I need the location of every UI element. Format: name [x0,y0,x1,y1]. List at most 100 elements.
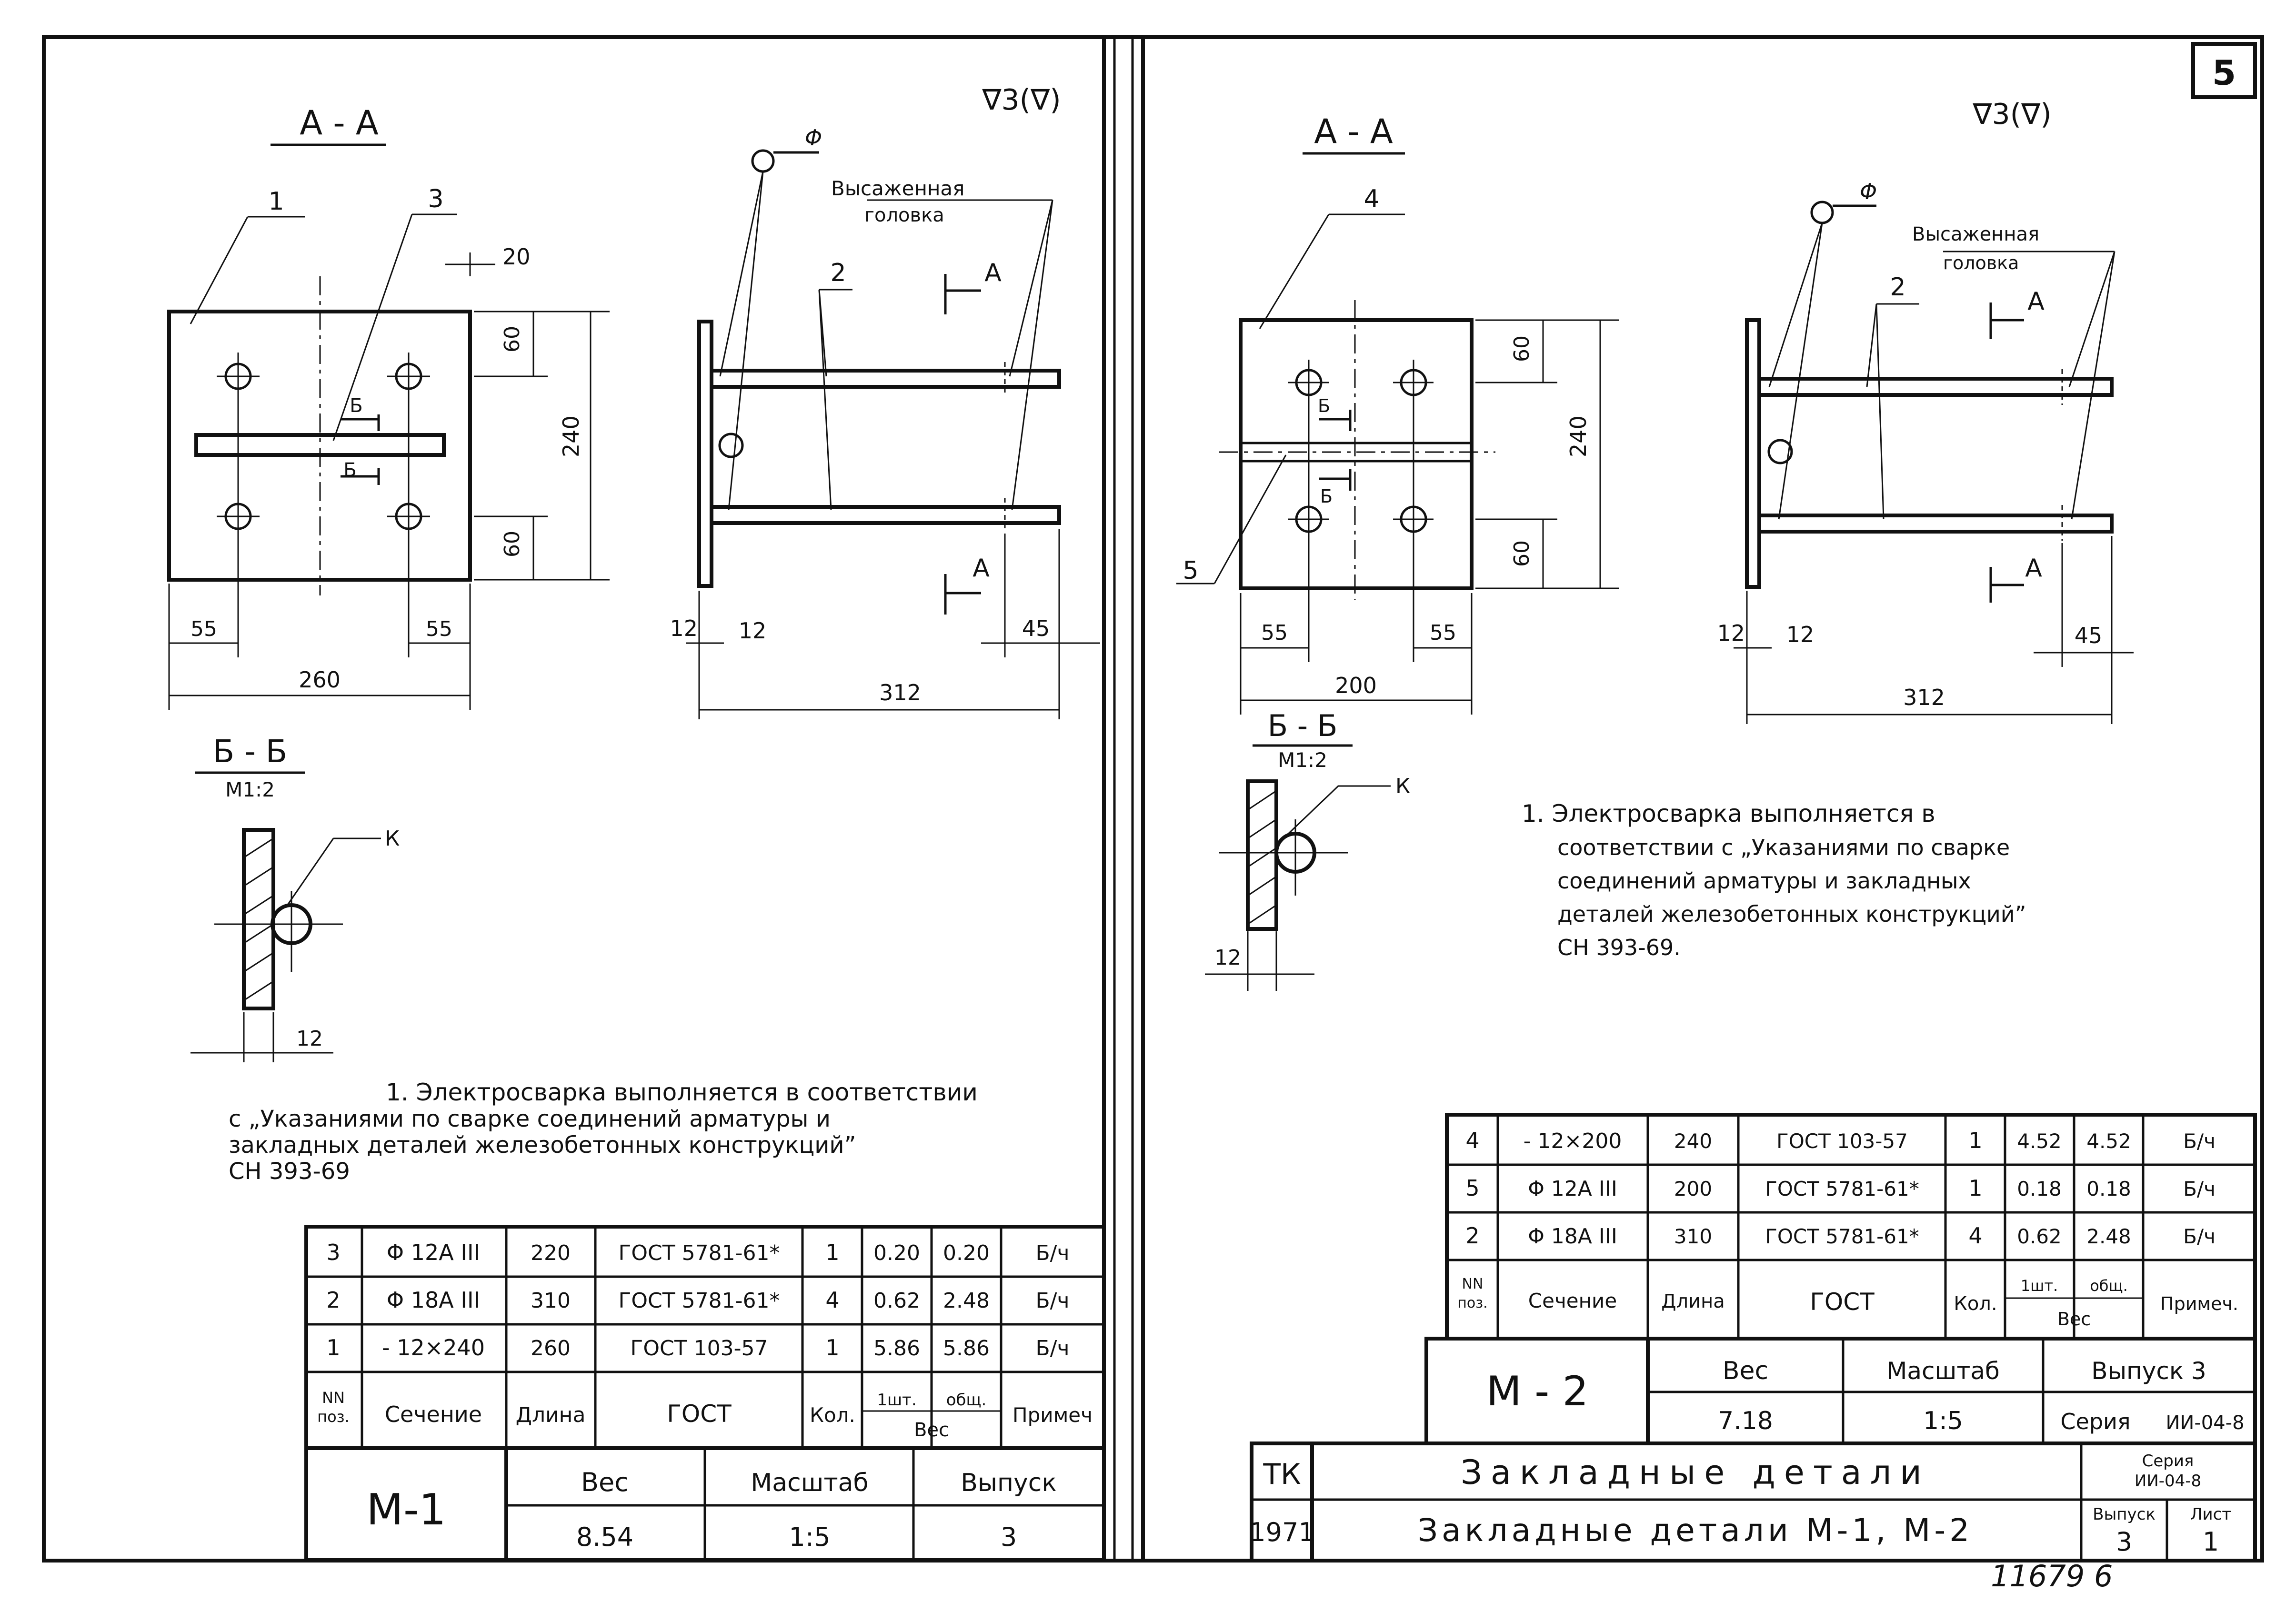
right-row2-pos: 5 [1465,1175,1479,1201]
page-number-box: 5 [2191,42,2257,99]
left-hdr-w1: 1шт. [877,1391,916,1410]
right-plate-dimensions: 60 60 240 55 55 200 [1240,319,1619,715]
left-b-mark-top: Б [350,395,362,417]
right-row3-section: Φ 18А III [1528,1224,1617,1249]
left-row3-pos: 1 [326,1335,340,1361]
left-dim-12-side-2: 12 [739,618,767,644]
stamp-sheet-value: 1 [2203,1527,2219,1557]
left-cut-mark-bottom: А [973,554,990,583]
right-hdr-wall: общ. [2090,1277,2128,1295]
right-section-aa-title: А - А [1314,112,1393,151]
stamp-tk: ТК [1263,1458,1301,1491]
right-hdr-pos-1: NN [1462,1276,1484,1292]
right-row1-w1: 4.52 [2017,1129,2062,1153]
right-row2-gost: ГОСТ 5781-61* [1765,1177,1919,1200]
left-dim-55b: 55 [426,617,452,641]
left-callout-3: 3 [428,185,443,213]
left-row1-qty: 1 [825,1240,839,1265]
left-hdr-gost: ГОСТ [667,1400,732,1428]
left-weld-symbol: ∇3(∇) [982,83,1061,117]
right-section-bb-scale: М1:2 [1278,748,1327,772]
left-hdr-pos-1: NN [322,1389,345,1407]
left-hdr-section: Сечение [385,1401,482,1427]
right-note-line-4: деталей железобетонных конструкций” [1557,901,2026,927]
right-row1-note: Б/ч [2183,1129,2216,1153]
left-hdr-length: Длина [516,1403,586,1427]
stamp-title-1: Закладные детали [1461,1453,1930,1492]
left-hdr-wall: общ. [946,1391,987,1410]
left-dim-312: 312 [879,680,921,706]
left-callout-2: 2 [830,259,846,287]
left-row1-length: 220 [531,1241,571,1265]
right-section-aa: А - А 4 5 Б Б [1176,112,1495,600]
left-row2-qty: 4 [825,1287,839,1313]
right-row1-pos: 4 [1465,1128,1479,1153]
left-note: 1. Электросварка выполняется в соответст… [229,1079,978,1185]
right-row3-length: 310 [1674,1225,1712,1248]
left-issue-value: 3 [1001,1522,1017,1552]
right-b-mark-top: Б [1318,395,1330,416]
left-hdr-note: Примеч [1013,1403,1093,1427]
right-hdr-gost: ГОСТ [1810,1288,1875,1316]
left-section-bb-title: Б - Б [213,733,287,770]
left-row3-qty: 1 [825,1335,839,1361]
right-dim-60a: 60 [1510,335,1534,362]
right-row3-qty: 4 [1968,1223,1982,1249]
right-k-label: К [1395,774,1410,798]
right-weight-value: 7.18 [1718,1407,1773,1435]
right-cut-mark-bottom: А [2025,554,2042,583]
left-row2-section: Φ 18А III [387,1287,480,1313]
right-dim-55a: 55 [1261,621,1288,645]
left-row2-length: 310 [531,1289,571,1313]
right-cut-mark-top: А [2027,287,2045,316]
left-row3-length: 260 [531,1336,571,1361]
left-dim-260: 260 [299,667,341,693]
right-upset-head-2: головка [1943,252,2019,273]
right-dim-200: 200 [1335,673,1377,698]
right-plate-4 [1239,318,1474,590]
left-row2-note: Б/ч [1035,1289,1069,1313]
left-row2-w1: 0.62 [873,1289,920,1313]
right-row2-section: Φ 12А III [1528,1177,1617,1201]
left-row3-wall: 5.86 [943,1336,990,1361]
right-section-bb-title: Б - Б [1268,708,1338,743]
right-mark-m2: М - 2 [1486,1368,1589,1415]
left-upset-head-1: Высаженная [831,177,964,200]
right-row1-wall: 4.52 [2086,1129,2131,1153]
right-hdr-weight: Вес [2057,1309,2091,1330]
right-section-bb: Б - Б М1:2 К 12 [1205,708,1410,991]
right-scale-value: 1:5 [1923,1407,1963,1435]
right-row3-wall: 2.48 [2086,1225,2131,1248]
left-row1-pos: 3 [326,1240,340,1265]
right-dim-12-side-2: 12 [1786,622,1815,647]
right-scale-label: Масштаб [1886,1357,2000,1385]
left-row3-gost: ГОСТ 103-57 [631,1336,768,1361]
left-rod-2-top [710,369,1061,389]
right-note-line-3: соединений арматуры и закладных [1557,868,1971,894]
right-hdr-pos-2: поз. [1457,1295,1487,1311]
left-row1-note: Б/ч [1035,1241,1069,1265]
right-dim-55b: 55 [1430,621,1456,645]
right-row1-gost: ГОСТ 103-57 [1776,1129,1908,1153]
right-bb-dim-12: 12 [1214,946,1241,970]
stamp-year: 1971 [1249,1517,1314,1547]
left-bb-dim-12: 12 [296,1027,323,1051]
left-dim-240: 240 [558,415,584,457]
left-weight-value: 8.54 [576,1522,633,1552]
left-hdr-weight: Вес [914,1419,949,1441]
left-hdr-qty: Кол. [810,1403,855,1427]
stamp-sheet-label: Лист [2190,1505,2231,1524]
left-note-line-3: закладных деталей железобетонных констру… [229,1132,856,1159]
right-upset-head-1: Высаженная [1912,223,2039,245]
right-weld-phi: Φ [1860,179,1877,204]
right-weight-label: Вес [1723,1357,1768,1385]
left-scale-value: 1:5 [789,1522,831,1552]
right-hdr-section: Сечение [1528,1289,1617,1312]
left-row1-gost: ГОСТ 5781-61* [619,1241,780,1265]
right-b-mark-bottom: Б [1320,486,1333,507]
right-dim-312: 312 [1903,685,1945,710]
right-hdr-w1: 1шт. [2021,1277,2058,1295]
left-cut-mark-top: А [984,259,1002,287]
left-b-mark-bottom: Б [343,459,356,481]
right-row2-qty: 1 [1968,1175,1982,1201]
